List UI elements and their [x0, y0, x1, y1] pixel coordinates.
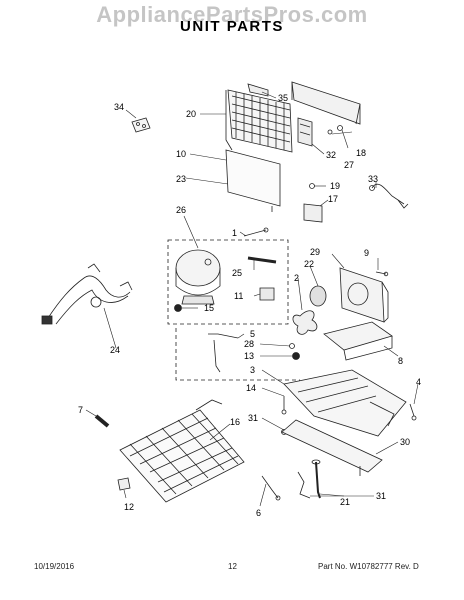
callout-6: 6	[256, 508, 261, 518]
part-16-grid[interactable]	[119, 399, 245, 503]
watermark: AppliancePartsPros.com	[96, 2, 368, 27]
callout-26: 26	[176, 205, 186, 215]
part-27-clip[interactable]	[327, 129, 333, 135]
callout-27: 27	[344, 160, 354, 170]
callout-11: 11	[234, 291, 243, 301]
part-10-panel[interactable]	[225, 149, 281, 212]
callout-32: 32	[326, 150, 336, 160]
footer-page: 12	[228, 562, 237, 571]
callout-10: 10	[176, 149, 186, 159]
footer-date: 10/19/2016	[34, 562, 75, 571]
part-17-bracket[interactable]	[303, 203, 323, 223]
callout-8: 8	[398, 356, 403, 366]
part-28-grommet[interactable]	[289, 343, 295, 349]
callout-21: 21	[340, 497, 350, 507]
callout-29: 29	[310, 247, 320, 257]
callout-1: 1	[232, 228, 237, 238]
part-33-wire[interactable]	[369, 183, 409, 209]
callout-31-top: 31	[248, 413, 258, 423]
part-18-screw[interactable]	[337, 125, 343, 131]
part-13-grommet[interactable]	[292, 352, 300, 360]
callout-22: 22	[304, 259, 314, 269]
callout-34: 34	[114, 102, 124, 112]
part-3-base[interactable]	[283, 369, 407, 437]
compressor-group-outline	[167, 239, 289, 325]
callout-30: 30	[400, 437, 410, 447]
part-25-drier[interactable]	[247, 256, 277, 264]
callout-31-bottom: 31	[376, 491, 386, 501]
callout-17: 17	[328, 194, 338, 204]
part-31-pad-bottom[interactable]	[297, 471, 311, 499]
part-34-bracket[interactable]	[131, 117, 151, 133]
part-22-motor[interactable]	[309, 285, 327, 307]
part-1-terminal[interactable]	[243, 227, 269, 237]
part-14-screw[interactable]	[281, 396, 287, 415]
part-6-tube[interactable]	[261, 475, 281, 501]
part-20-condenser[interactable]	[225, 89, 293, 153]
callout-23: 23	[176, 174, 186, 184]
callout-9: 9	[364, 248, 369, 258]
callout-7: 7	[78, 405, 83, 415]
part-29-shroud[interactable]	[339, 267, 389, 323]
part-12-clip[interactable]	[117, 477, 131, 491]
callout-2: 2	[294, 273, 299, 283]
callout-25: 25	[232, 268, 242, 278]
part-15-grommet[interactable]	[174, 304, 182, 312]
part-5-tube[interactable]	[208, 333, 239, 373]
callout-4: 4	[416, 377, 421, 387]
callout-5: 5	[250, 329, 255, 339]
page-title: UNIT PARTS	[180, 18, 284, 35]
part-7-tube[interactable]	[94, 414, 110, 428]
part-11-relay[interactable]	[259, 287, 275, 301]
callout-18: 18	[356, 148, 366, 158]
part-9-screw[interactable]	[375, 271, 389, 277]
part-24-harness[interactable]	[41, 263, 133, 325]
part-32-duct[interactable]	[291, 81, 361, 147]
callout-28: 28	[244, 339, 254, 349]
part-4-screw[interactable]	[409, 403, 417, 421]
callout-14: 14	[246, 383, 256, 393]
lower-group-outline	[175, 328, 300, 381]
callout-19: 19	[330, 181, 340, 191]
callout-3: 3	[250, 365, 255, 375]
callout-24: 24	[110, 345, 120, 355]
footer-part-no: Part No. W10782777 Rev. D	[318, 562, 419, 571]
part-19-screw[interactable]	[309, 183, 315, 189]
callout-33: 33	[368, 174, 378, 184]
callout-15: 15	[204, 303, 214, 313]
part-26-compressor[interactable]	[175, 249, 221, 305]
part-35-bracket[interactable]	[247, 83, 269, 97]
callout-20: 20	[186, 109, 196, 119]
callout-12: 12	[124, 502, 134, 512]
part-2-fan-blade[interactable]	[292, 310, 318, 335]
callout-13: 13	[244, 351, 254, 361]
part-21-heater[interactable]	[311, 459, 321, 499]
callout-35: 35	[278, 93, 288, 103]
leader-lines	[85, 91, 419, 507]
part-30-pan[interactable]	[281, 419, 383, 476]
callout-16: 16	[230, 417, 240, 427]
part-8-bracket[interactable]	[323, 321, 393, 361]
